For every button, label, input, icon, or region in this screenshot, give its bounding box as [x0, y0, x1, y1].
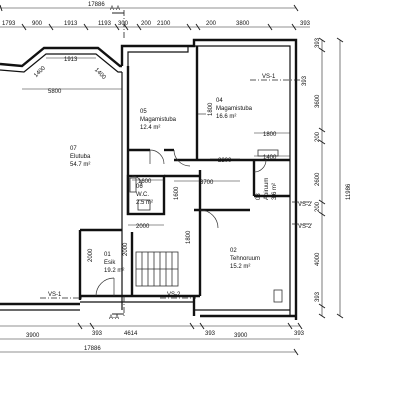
dim-top-total: 17886 — [88, 2, 105, 8]
dim-2100: 2100 — [157, 21, 171, 27]
section-aa-bottom: A-A — [109, 296, 125, 321]
dim-4000-vertical: 4000 — [315, 252, 321, 266]
dim-bay-1400a: 1400 — [33, 65, 47, 79]
section-vs1-bottom: VS-1 — [40, 292, 82, 299]
room-01: 01 Esik 19.2 m² — [104, 252, 124, 274]
room-05-area: 12.4 m² — [140, 125, 160, 131]
room-02: 02 Tehnoruum 15.2 m² — [230, 248, 260, 270]
dim-3800: 3800 — [236, 21, 250, 27]
dim-393-right-c: 393 — [302, 75, 308, 86]
dim-3900-bottom-a: 3900 — [26, 333, 40, 339]
dim-2000: 2000 — [136, 224, 150, 230]
section-vs1-right-label: VS-1 — [262, 74, 276, 80]
dim-393-bottom-b: 393 — [205, 331, 216, 337]
stairs — [135, 251, 179, 287]
bottom-dimension-chain: 393 4614 393 393 3900 3900 17886 — [0, 322, 305, 356]
section-vs2-right-label: VS-2 — [298, 224, 312, 230]
section-vs2-right: VS-2 VS-2 — [292, 201, 312, 230]
dim-bay-1913: 1913 — [64, 57, 78, 63]
room-04-number: 04 — [216, 98, 223, 104]
section-aa-bottom-label: A-A — [109, 315, 119, 321]
section-vs2-bottom-label: VS-2 — [167, 292, 181, 298]
dim-393-top: 393 — [300, 21, 311, 27]
room-07-area: 54.7 m² — [70, 162, 90, 168]
room-07-name: Elutuba — [70, 154, 91, 160]
right-dimension-chain: 393 3600 200 2600 200 4000 393 11986 393 — [302, 37, 352, 319]
dim-1800-vertical: 1800 — [208, 102, 214, 116]
dim-2000-vertical-a: 2000 — [88, 248, 94, 262]
doors — [95, 149, 267, 297]
dim-200-right-a: 200 — [315, 131, 321, 142]
room-01-name: Esik — [104, 260, 116, 266]
top-dimension-chain: 17886 1793 900 1913 1193 300 200 2100 20… — [0, 2, 311, 31]
room-07: 07 Elutuba 54.7 m² — [70, 146, 91, 168]
dim-393-bottom-c: 393 — [294, 331, 305, 337]
room-02-area: 15.2 m² — [230, 264, 250, 270]
dim-2000-vertical-b: 2000 — [123, 242, 129, 256]
dim-1800: 1800 — [263, 132, 277, 138]
room-03-number: 03 — [256, 193, 262, 200]
room-05-name: Magamistuba — [140, 117, 177, 123]
room-03: 03 Abiruum 3.6 m² — [256, 178, 278, 200]
room-06-area: 2.5 m² — [136, 200, 153, 206]
section-vs2-right-top-label: VS-2 — [298, 202, 312, 208]
dim-3900-bottom-b: 3900 — [234, 333, 248, 339]
dim-300: 300 — [118, 21, 129, 27]
dim-900: 900 — [32, 21, 43, 27]
room-06-name: W.C. — [136, 192, 149, 198]
room-04: 04 Magamistuba 16.6 m² — [216, 98, 253, 120]
room-03-area: 3.6 m² — [272, 183, 278, 200]
dim-200b: 200 — [206, 21, 217, 27]
room-04-area: 16.6 m² — [216, 114, 236, 120]
dim-1913: 1913 — [64, 21, 78, 27]
section-vs1-right: VS-1 — [250, 74, 300, 81]
dim-1600: 1600 — [138, 179, 152, 185]
dim-393-right-a: 393 — [315, 37, 321, 48]
room-02-number: 02 — [230, 248, 237, 254]
room-02-name: Tehnoruum — [230, 256, 260, 262]
dim-bottom-total: 17886 — [84, 346, 101, 352]
section-vs2-bottom: VS-2 — [160, 292, 196, 299]
dim-1193: 1193 — [98, 21, 112, 27]
interior-dims: 1800 1800 1400 2200 1600 3700 1600 2000 … — [88, 102, 290, 262]
section-aa-top-label: A-A — [110, 6, 120, 12]
fixtures — [129, 149, 283, 303]
room-01-number: 01 — [104, 252, 111, 258]
section-vs1-bottom-label: VS-1 — [48, 292, 62, 298]
room-05-number: 05 — [140, 109, 147, 115]
dim-1793: 1793 — [2, 21, 16, 27]
room-06-number: 06 — [136, 184, 143, 190]
dim-2200: 2200 — [218, 158, 232, 164]
room-03-name: Abiruum — [264, 178, 270, 200]
dim-200-right-b: 200 — [315, 201, 321, 212]
room-06: 06 W.C. 2.5 m² — [136, 184, 153, 206]
dim-5800: 5800 — [48, 89, 62, 95]
dim-bay-1400b: 1400 — [93, 67, 107, 81]
dim-4614: 4614 — [124, 331, 138, 337]
room-01-area: 19.2 m² — [104, 268, 124, 274]
section-aa-top: A-A — [110, 6, 125, 40]
room-07-number: 07 — [70, 146, 77, 152]
room-05: 05 Magamistuba 12.4 m² — [140, 109, 177, 131]
dim-11986-vertical: 11986 — [346, 183, 352, 200]
dim-3700: 3700 — [200, 180, 214, 186]
dim-393-bottom-a: 393 — [92, 331, 103, 337]
dim-1400: 1400 — [263, 155, 277, 161]
dim-393-right-b: 393 — [315, 291, 321, 302]
room-04-name: Magamistuba — [216, 106, 253, 112]
walls — [0, 38, 298, 320]
dim-2600-vertical: 2600 — [315, 172, 321, 186]
dim-1800-vertical-b: 1800 — [186, 230, 192, 244]
dim-3600-vertical: 3600 — [315, 94, 321, 108]
dim-200a: 200 — [141, 21, 152, 27]
dim-1600-vertical: 1600 — [174, 186, 180, 200]
